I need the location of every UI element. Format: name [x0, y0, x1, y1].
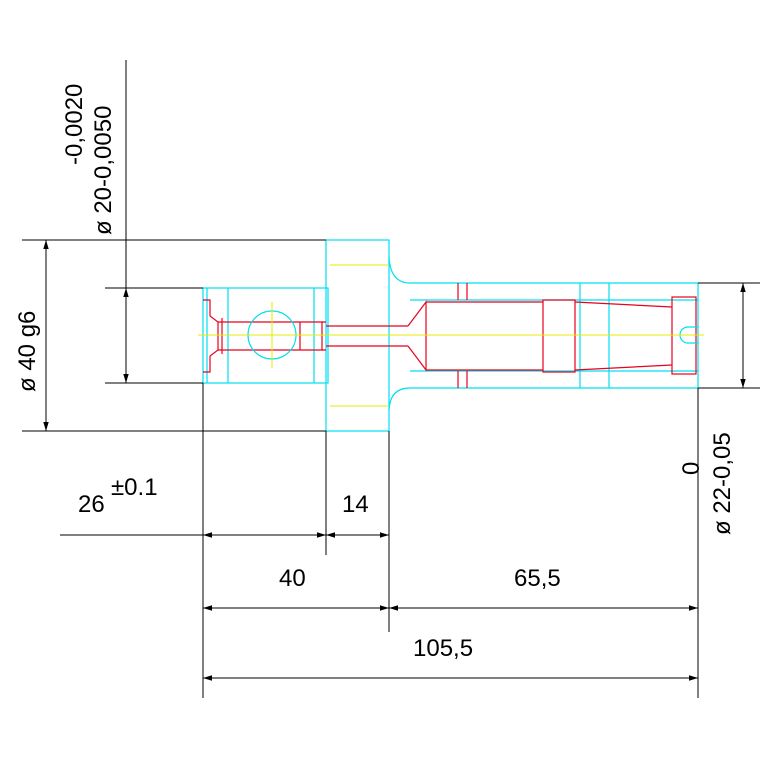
len-14: 14 [342, 491, 369, 518]
len-26-value: 26 [78, 491, 105, 518]
bore-groove-1 [542, 299, 576, 373]
dia-20-tol-upper: -0,0020 [61, 84, 88, 165]
main-bore-top-2 [574, 301, 673, 308]
len-105-5: 105,5 [413, 635, 473, 662]
dia-40-label: ø 40 g6 [14, 311, 41, 392]
len-40: 40 [279, 565, 306, 592]
bore-cone [407, 300, 427, 372]
left-end-bore [203, 299, 219, 373]
dia-20-label: ø 20-0,0050 [90, 106, 117, 235]
dia-22-tol-upper: 0 [678, 462, 705, 475]
len-26-tol: ±0.1 [111, 474, 158, 501]
inner-features [203, 283, 697, 388]
center-lines [198, 264, 704, 407]
main-bore-bottom-2 [574, 364, 673, 371]
dia-22-label: ø 22-0,05 [709, 432, 736, 535]
dimension-lines [22, 60, 760, 698]
len-65-5: 65,5 [514, 565, 561, 592]
dimension-texts: -0,0020 ø 20-0,0050 ø 40 g6 0 ø 22-0,05 … [14, 84, 736, 662]
